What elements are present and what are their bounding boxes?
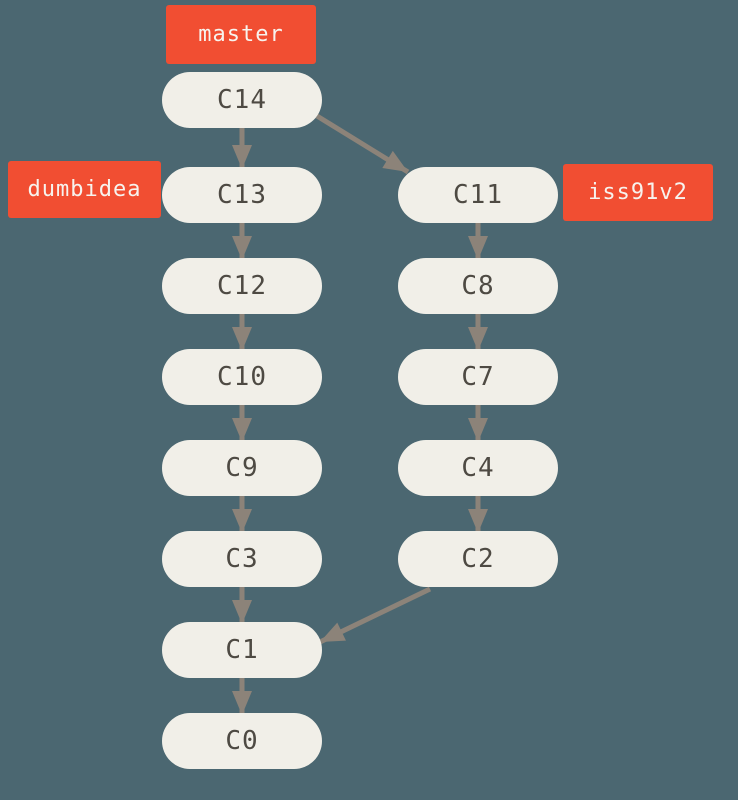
commit-label: C2 <box>461 544 495 574</box>
commit-label: C4 <box>461 453 495 483</box>
commit-node-C8: C8 <box>398 258 558 314</box>
commit-node-C9: C9 <box>162 440 322 496</box>
branch-label-dumbidea: dumbidea <box>8 161 161 218</box>
commit-node-C4: C4 <box>398 440 558 496</box>
commit-node-C3: C3 <box>162 531 322 587</box>
commit-label: C13 <box>217 180 267 210</box>
commit-label: C3 <box>225 544 259 574</box>
commit-label: C11 <box>453 180 503 210</box>
branch-label-text: iss91v2 <box>588 180 688 205</box>
commit-label: C1 <box>225 635 259 665</box>
parent-arrow-C2-to-C1 <box>318 586 432 645</box>
commit-node-C10: C10 <box>162 349 322 405</box>
commit-node-C11: C11 <box>398 167 558 223</box>
commit-node-C2: C2 <box>398 531 558 587</box>
commit-label: C9 <box>225 453 259 483</box>
commit-label: C8 <box>461 271 495 301</box>
parent-arrow-C14-to-C11 <box>315 113 410 175</box>
branch-label-master: master <box>166 5 316 64</box>
commit-label: C14 <box>217 85 267 115</box>
commit-label: C0 <box>225 726 259 756</box>
commit-node-C14: C14 <box>162 72 322 128</box>
commit-node-C12: C12 <box>162 258 322 314</box>
commit-node-C7: C7 <box>398 349 558 405</box>
commit-label: C7 <box>461 362 495 392</box>
branch-label-text: dumbidea <box>27 177 142 202</box>
commit-label: C10 <box>217 362 267 392</box>
branch-label-text: master <box>198 22 284 47</box>
commit-node-C0: C0 <box>162 713 322 769</box>
commit-label: C12 <box>217 271 267 301</box>
branch-label-iss91v2: iss91v2 <box>563 164 713 221</box>
commit-node-C1: C1 <box>162 622 322 678</box>
commit-node-C13: C13 <box>162 167 322 223</box>
